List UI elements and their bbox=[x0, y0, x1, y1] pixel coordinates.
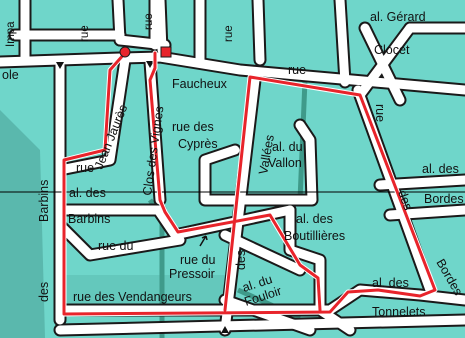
label-al-des-tonnelets-1: al. des bbox=[372, 276, 409, 290]
arrow-pointer-icon bbox=[199, 235, 208, 247]
route-end-marker bbox=[160, 46, 172, 58]
label-rue-du: rue du bbox=[98, 239, 133, 253]
label-rue-du-pressoir-2: Pressoir bbox=[169, 267, 215, 281]
label-rue-right: rue bbox=[373, 104, 387, 122]
label-al-des-right: al. des bbox=[422, 162, 459, 176]
route-start-marker bbox=[119, 46, 131, 58]
label-barbins-vertical: Barbins bbox=[37, 180, 51, 222]
label-al-des-boutillieres-1: al. des bbox=[296, 212, 333, 226]
shaded-area-left bbox=[0, 110, 45, 338]
label-al-du-vallon-1: al. du bbox=[272, 140, 303, 154]
label-bordes: Bordes bbox=[424, 192, 464, 206]
label-rue-top-mid: rue bbox=[223, 25, 235, 42]
label-des-right: des bbox=[395, 188, 415, 212]
label-rue-jean: rue bbox=[76, 161, 94, 175]
label-ole: ole bbox=[2, 68, 19, 82]
label-rue-des-cypres-1: rue des bbox=[172, 120, 214, 134]
one-way-arrows bbox=[56, 61, 229, 333]
label-rue-des-cypres-2: Cyprès bbox=[178, 137, 218, 151]
label-rue-du-pressoir-1: rue du bbox=[180, 253, 215, 267]
label-al-gerard: al. Gérard bbox=[370, 10, 426, 24]
label-al-des-boutillieres-2: Boutillières bbox=[284, 229, 345, 243]
label-al-des-tonnelets-2: Tonnelets bbox=[372, 305, 426, 319]
label-rue-tl2: rue bbox=[143, 13, 155, 30]
label-des-left: des bbox=[37, 282, 51, 302]
label-al-du-vallon-2: Vallon bbox=[268, 156, 302, 170]
label-clocet: Clocet bbox=[374, 43, 410, 57]
label-barbins: Barbins bbox=[68, 212, 110, 226]
label-vallees: Vallées bbox=[256, 134, 277, 176]
label-impa: Impa bbox=[5, 21, 17, 47]
label-rue-tl1: rue bbox=[79, 25, 91, 42]
label-al-des-left: al. des bbox=[69, 186, 106, 200]
label-des-center: des bbox=[234, 250, 248, 270]
label-rue-top-right: rue bbox=[288, 63, 306, 77]
route-line bbox=[62, 51, 437, 316]
label-rue-des-vendangeurs: rue des Vendangeurs bbox=[73, 290, 192, 304]
label-faucheux: Faucheux bbox=[172, 77, 228, 91]
